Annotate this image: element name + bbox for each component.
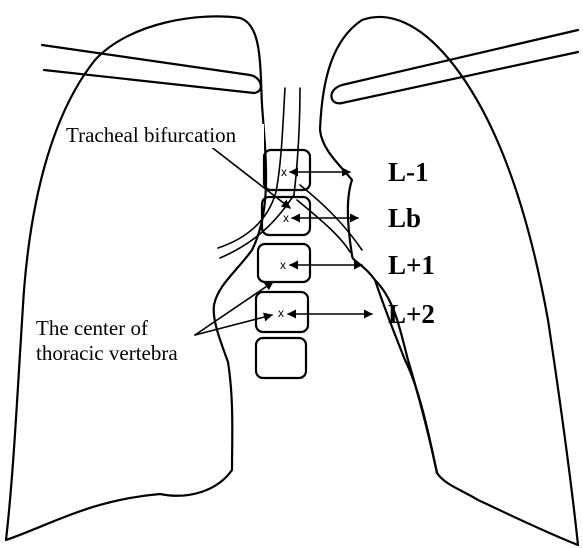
level-label-l-1: L-1 (388, 157, 429, 187)
vertebra-4-center-mark: x (278, 306, 284, 320)
tracheal-bifurcation-label: Tracheal bifurcation (66, 123, 237, 147)
trachea-left-wall (218, 88, 285, 248)
trachea-left-bronchus (220, 195, 294, 258)
level-label-l+2: L+2 (388, 299, 435, 329)
vertebra-2-center-mark: x (283, 211, 289, 225)
vertebra-1-center-mark: x (281, 165, 287, 179)
vertebra-center-label-line1: The center of (36, 316, 148, 340)
level-label-l+1: L+1 (388, 250, 435, 280)
trachea-right-wall (294, 88, 300, 195)
vertebra-1 (264, 150, 310, 190)
right-lung-outline (6, 16, 266, 540)
vertebra-center-label-line2: thoracic vertebra (36, 341, 178, 365)
vertebra-center-leader-1 (195, 282, 273, 335)
vertebra-3-center-mark: x (280, 258, 286, 272)
level-label-lb: Lb (388, 203, 421, 233)
tracheal-bifurcation-leader (205, 142, 290, 208)
right-clavicle (42, 45, 261, 93)
left-lung-outline (320, 17, 578, 545)
vertebra-5 (256, 338, 306, 378)
